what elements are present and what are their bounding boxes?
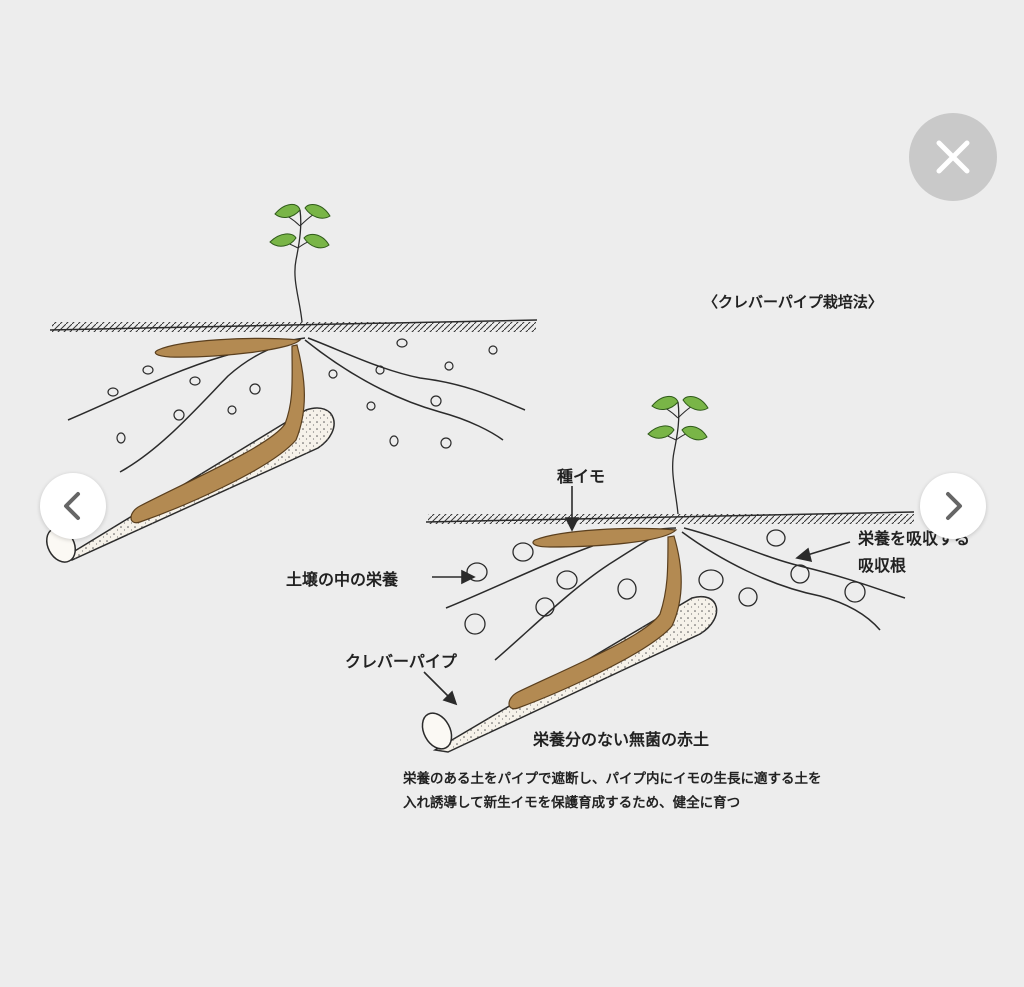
new-tuber xyxy=(508,535,682,710)
soil-nutrients xyxy=(107,338,498,449)
seed-potato xyxy=(532,527,678,548)
soil-layer-line xyxy=(307,337,526,411)
leaf-icon xyxy=(647,425,675,439)
leaf-icon xyxy=(651,396,679,410)
absorbing-root-label-line2: 吸収根 xyxy=(858,556,907,575)
ground-surface xyxy=(428,514,914,524)
leaf-icon xyxy=(274,204,301,218)
soil-nutrients-label: 土壌の中の栄養 xyxy=(286,570,399,589)
close-button[interactable] xyxy=(909,113,997,201)
chevron-left-icon xyxy=(64,492,80,520)
leaf-icon xyxy=(682,395,709,411)
seed-potato xyxy=(154,337,302,358)
clever-pipe-label: クレバーパイプ xyxy=(345,652,457,671)
lower-figure xyxy=(421,401,915,753)
seed-potato-label: 種イモ xyxy=(557,467,606,486)
upper-figure xyxy=(45,209,538,563)
soil-layer-line xyxy=(683,527,906,599)
soil-layer-line xyxy=(681,531,881,631)
leaf-icon xyxy=(304,203,331,219)
chevron-right-icon xyxy=(946,492,962,520)
previous-image-button[interactable] xyxy=(40,473,106,539)
diagram-title: 〈クレバーパイプ栽培法〉 xyxy=(703,293,883,311)
plant-stem xyxy=(672,401,680,515)
next-image-button[interactable] xyxy=(920,473,986,539)
caption-line-2: 入れ誘導して新生イモを保護育成するため、健全に育つ xyxy=(403,795,741,811)
new-tuber xyxy=(130,344,305,524)
leaf-icon xyxy=(269,233,297,247)
close-icon xyxy=(936,140,970,174)
plant-stem xyxy=(294,209,303,323)
lower-leaves xyxy=(647,395,709,441)
leaf-icon xyxy=(303,233,330,249)
soil-nutrients xyxy=(464,529,866,635)
caption-line-1: 栄養のある土をパイプで遮断し、パイプ内にイモの生長に適する土を xyxy=(403,771,822,787)
upper-leaves xyxy=(269,203,331,249)
sterile-soil-label: 栄養分のない無菌の赤土 xyxy=(533,730,710,749)
label-arrows xyxy=(423,486,851,706)
soil-layer-line xyxy=(304,339,504,441)
ground-surface xyxy=(52,322,536,332)
leaf-icon xyxy=(681,425,708,441)
